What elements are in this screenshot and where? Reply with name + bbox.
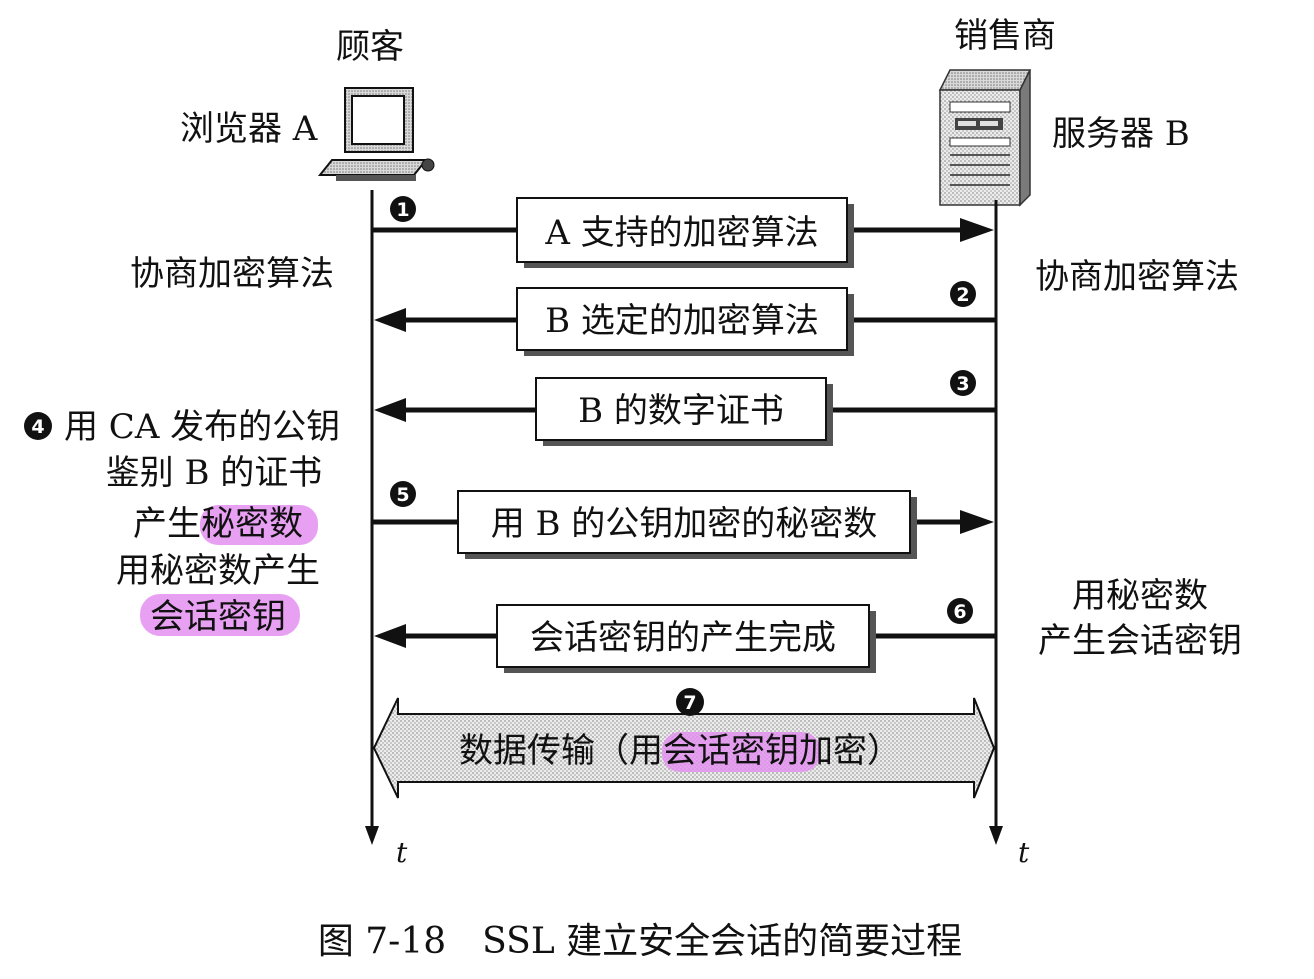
step-4-badge: 4 [24, 412, 52, 440]
step-4-number: 4 [31, 416, 44, 438]
step-5-message-box: 用 B 的公钥加密的秘密数 [457, 490, 917, 559]
figure-caption: 图 7-18 SSL 建立安全会话的简要过程 [318, 921, 962, 962]
step-3-number: 3 [956, 373, 969, 395]
step-7-message: 数据传输（用会话密钥加密） [459, 731, 901, 771]
client-negotiate-note: 协商加密算法 [130, 254, 334, 294]
step-4-note-line1: 用 CA 发布的公钥 [64, 407, 340, 447]
step-2-message: B 选定的加密算法 [545, 301, 819, 341]
step-7-data-transfer-arrow: 数据传输（用会话密钥加密） [372, 697, 996, 799]
step-5-badge: 5 [390, 481, 416, 507]
client-use-secret-note: 用秘密数产生 [116, 551, 320, 591]
step-1-message-box: A 支持的加密算法 [516, 197, 854, 268]
server-negotiate-note: 协商加密算法 [1035, 257, 1239, 297]
server-generate-session-key-note: 产生会话密钥 [1038, 621, 1242, 661]
step-1-badge: 1 [390, 196, 416, 222]
client-role-label: 顾客 [336, 27, 404, 67]
step-2-number: 2 [956, 284, 969, 306]
step-7-badge: 7 [676, 688, 704, 716]
server-icon [938, 69, 1032, 207]
step-4-note-line2: 鉴别 B 的证书 [106, 453, 323, 493]
step-3-message-box: B 的数字证书 [535, 377, 833, 446]
server-lifeline [989, 200, 1003, 845]
server-use-secret-note: 用秘密数 [1072, 576, 1208, 616]
step-6-message-box: 会话密钥的产生完成 [496, 604, 876, 673]
step-7-number: 7 [683, 692, 696, 714]
step-5-number: 5 [396, 484, 409, 506]
computer-icon [317, 87, 435, 181]
client-session-key-note: 会话密钥 [150, 597, 286, 637]
step-1-number: 1 [396, 199, 409, 221]
step-3-badge: 3 [950, 370, 976, 396]
step-6-message: 会话密钥的产生完成 [530, 618, 836, 658]
highlight-session-key-left [140, 594, 300, 636]
highlight-session-key-transfer [662, 732, 820, 772]
server-time-label: t [1018, 836, 1030, 869]
step-6-number: 6 [953, 601, 966, 623]
step-5-message: 用 B 的公钥加密的秘密数 [491, 504, 878, 544]
step-1-message: A 支持的加密算法 [544, 213, 818, 253]
client-lifeline [365, 190, 379, 845]
step-2-message-box: B 选定的加密算法 [516, 287, 854, 356]
highlight-secret-number [200, 505, 318, 545]
step-2-badge: 2 [950, 281, 976, 307]
client-device-label: 浏览器 A [180, 109, 318, 149]
server-role-label: 销售商 [954, 16, 1056, 56]
step-6-badge: 6 [947, 598, 973, 624]
highlights [140, 505, 318, 636]
server-device-label: 服务器 B [1052, 114, 1190, 154]
client-time-label: t [396, 836, 408, 869]
client-generate-secret-note: 产生秘密数 [133, 504, 303, 544]
step-3-message: B 的数字证书 [578, 391, 784, 431]
